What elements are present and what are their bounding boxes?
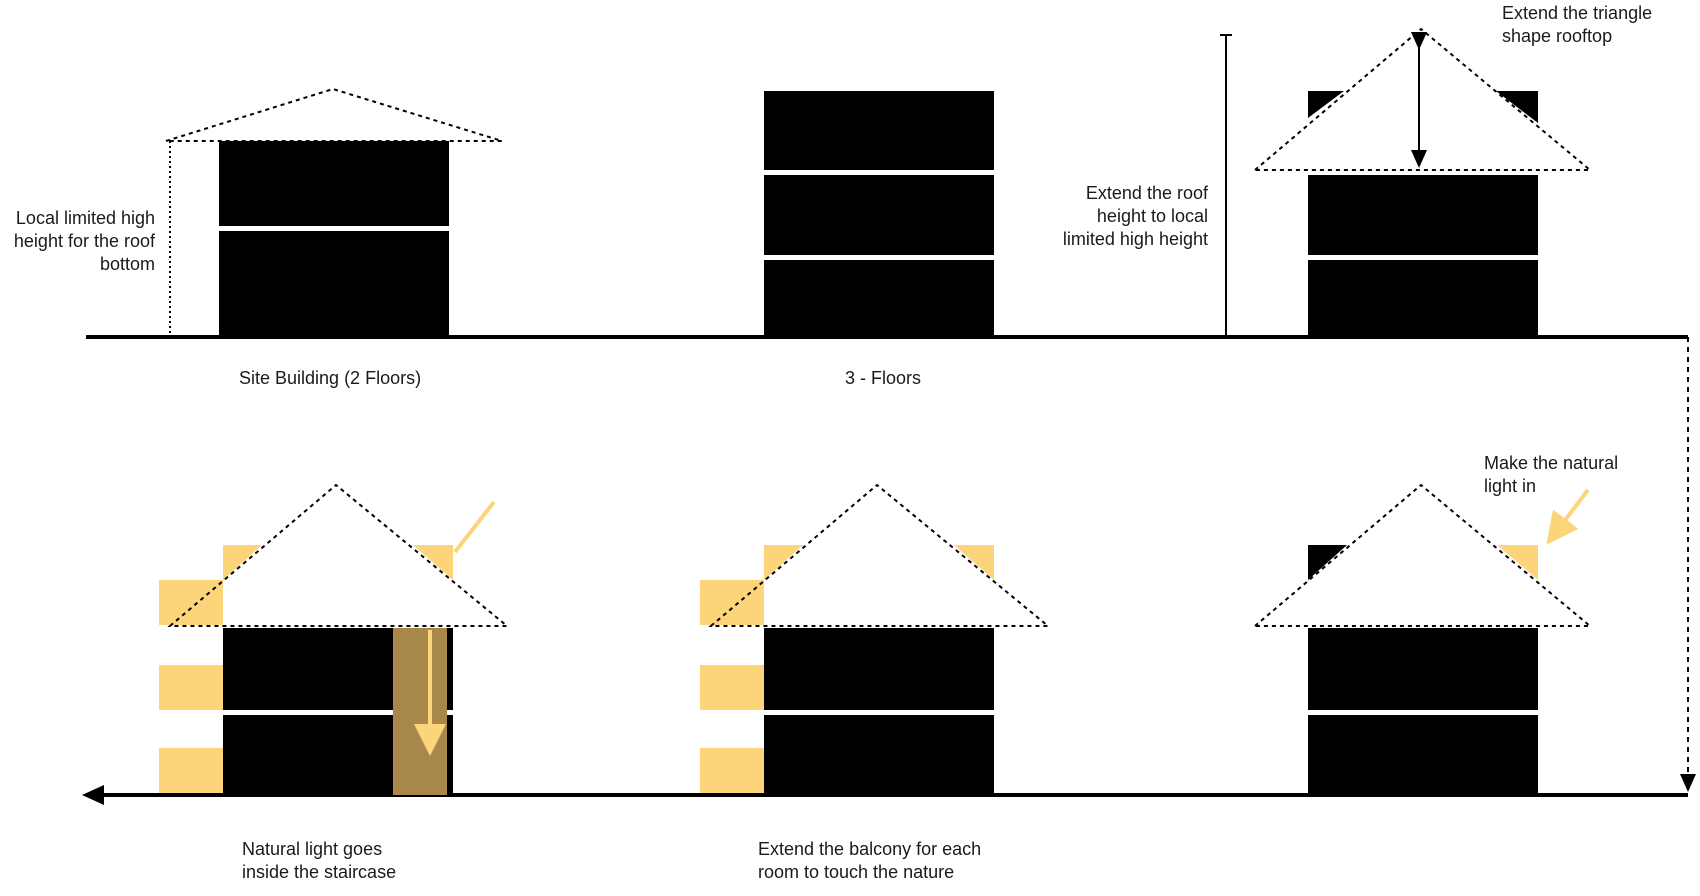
natural-light-building-upper-floor xyxy=(1308,628,1538,710)
sunlight-arrow-in xyxy=(1546,488,1590,545)
natural-light-triangle-roof xyxy=(1252,483,1593,627)
label-local-limit-line2: height for the roof xyxy=(13,231,155,251)
label-extend-roof-line3: limited high height xyxy=(1062,229,1208,249)
balcony-triangle-roof xyxy=(708,483,1051,627)
roof-balcony-middle-right xyxy=(954,545,994,580)
site-building-upper-floor xyxy=(219,141,449,226)
triangle-roof xyxy=(1252,27,1593,171)
label-local-limit-line3: bottom xyxy=(99,254,155,274)
balcony-building-upper-floor xyxy=(764,628,994,710)
site-building-dashed-roof xyxy=(165,87,503,142)
roof-balcony-middle-left xyxy=(764,545,803,580)
staircase-light-building xyxy=(159,483,510,795)
label-natural-light-line2: light in xyxy=(1484,476,1537,496)
site-building xyxy=(165,87,503,335)
old-floor-right-corner xyxy=(1496,91,1538,123)
bottom-ground-arrowhead xyxy=(82,785,104,805)
label-extend-roof-line1: Extend the roof xyxy=(1085,183,1208,203)
three-floor-building-floor-3 xyxy=(764,91,994,170)
balcony-left-bottom xyxy=(159,748,223,793)
balcony-left-middle xyxy=(159,665,223,710)
label-light-staircase-line2: inside the staircase xyxy=(242,862,397,882)
balcony-middle-middle xyxy=(700,665,764,710)
balcony-middle-bottom xyxy=(700,748,764,793)
label-extend-triangle-line2: shape rooftop xyxy=(1502,26,1613,46)
balcony-building xyxy=(700,483,1051,795)
triangle-roof-building-lower-floor xyxy=(1308,260,1538,335)
site-building-lower-floor xyxy=(219,231,449,335)
label-extend-balcony-line1: Extend the balcony for each xyxy=(758,839,982,859)
sunlight-arrow-staircase xyxy=(453,500,496,554)
label-extend-balcony-line2: room to touch the nature xyxy=(758,862,955,882)
label-extend-roof-height: Extend the roof height to local limited … xyxy=(1000,182,1208,251)
roof-balcony-right xyxy=(413,545,453,580)
label-natural-light-in: Make the natural light in xyxy=(1484,452,1618,498)
balcony-left-top xyxy=(159,580,223,625)
natural-light-building xyxy=(1252,483,1593,795)
balcony-building-lower-floor xyxy=(764,715,994,795)
roof-light-right-corner xyxy=(1497,545,1538,580)
label-natural-light-line1: Make the natural xyxy=(1484,453,1619,473)
balcony-middle-top xyxy=(700,580,764,625)
label-light-staircase: Natural light goes inside the staircase xyxy=(242,838,396,884)
label-extend-triangle-line1: Extend the triangle xyxy=(1502,3,1653,23)
triangle-roof-building xyxy=(1252,27,1593,335)
staircase-shaft xyxy=(393,628,447,795)
label-site-building: Site Building (2 Floors) xyxy=(239,368,422,388)
label-three-floors: 3 - Floors xyxy=(845,368,922,388)
old-floor-left-corner xyxy=(1308,91,1344,118)
natural-light-building-lower-floor xyxy=(1308,715,1538,795)
label-light-staircase-line1: Natural light goes xyxy=(242,839,383,859)
three-floor-building-floor-1 xyxy=(764,260,994,335)
staircase-triangle-roof xyxy=(167,483,510,627)
label-extend-balcony: Extend the balcony for each room to touc… xyxy=(758,838,981,884)
label-extend-triangle: Extend the triangle shape rooftop xyxy=(1502,2,1652,48)
roof-balcony-left xyxy=(223,545,262,580)
label-local-limit-line1: Local limited high xyxy=(15,208,155,228)
triangle-roof-building-upper-floor xyxy=(1308,175,1538,255)
three-floor-building-floor-2 xyxy=(764,175,994,255)
label-local-limit: Local limited high height for the roof b… xyxy=(0,207,155,276)
three-floor-building xyxy=(764,91,994,335)
roof-dark-left-corner xyxy=(1308,545,1347,580)
label-extend-roof-line2: height to local xyxy=(1096,206,1208,226)
